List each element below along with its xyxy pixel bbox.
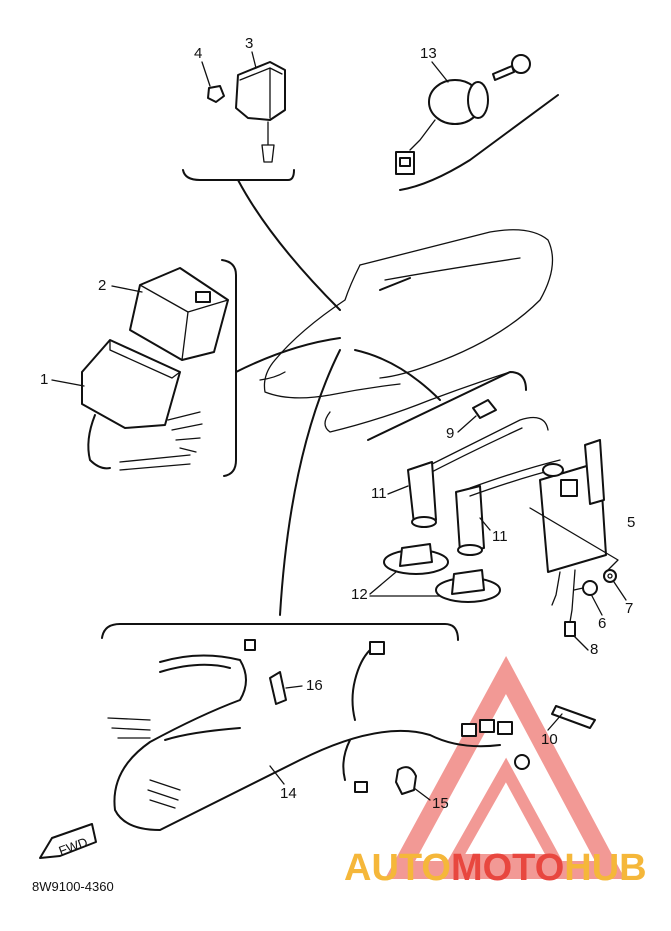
leader-11b: [479, 517, 491, 531]
callout-10: 10: [541, 731, 558, 748]
callout-11a: 11: [371, 485, 387, 502]
callout-15: 15: [432, 795, 449, 812]
leader-8: [573, 635, 589, 651]
watermark-auto: AUTO: [344, 847, 451, 889]
leader-15: [413, 787, 431, 801]
bottom-group-bracket: [101, 623, 459, 641]
leader-12: [369, 571, 441, 597]
leader-1: [51, 379, 85, 387]
leader-6: [591, 595, 603, 616]
watermark-moto: MOTO: [451, 847, 564, 889]
wire-harness-part: [107, 639, 501, 831]
right-group-bracket: [367, 371, 527, 441]
callout-4: 4: [194, 45, 202, 62]
leader-3: [251, 51, 257, 69]
cap-part: [472, 399, 497, 419]
leader-9: [457, 415, 477, 433]
callout-16: 16: [306, 677, 323, 694]
bolt-part: [573, 580, 598, 596]
leader-2: [111, 285, 143, 293]
fwd-arrow-icon: FWD: [39, 823, 97, 859]
washer-part: [603, 569, 617, 583]
nut-part: [207, 85, 225, 103]
leader-16: [285, 685, 303, 689]
regulator-part: [235, 61, 286, 163]
watermark-hub: HUB: [564, 847, 646, 889]
plug-cap-part: [407, 416, 561, 556]
frame-outline: [259, 229, 554, 433]
callout-12: 12: [351, 586, 368, 603]
callout-7: 7: [625, 600, 633, 617]
leader-7: [613, 581, 627, 601]
key-icon: [492, 54, 531, 81]
coil-leader: [529, 507, 619, 571]
clip-part: [551, 705, 596, 729]
top-group-bracket: [182, 94, 559, 191]
callout-8: 8: [590, 641, 598, 658]
leader-11a: [387, 485, 409, 495]
watermark-brand: AUTOMOTOHUB: [344, 847, 647, 889]
leader-lines: [235, 179, 441, 616]
cdi-unit-part: [81, 339, 203, 471]
callout-1: 1: [40, 371, 48, 388]
callout-5: 5: [627, 514, 635, 531]
left-group-bracket: [221, 259, 237, 477]
leader-10: [547, 713, 563, 731]
band-part: [269, 671, 287, 705]
leader-14: [269, 765, 285, 785]
main-switch-part: [395, 79, 489, 175]
callout-13: 13: [420, 45, 437, 62]
callout-2: 2: [98, 277, 106, 294]
cdi-bracket-part: [129, 267, 229, 361]
callout-6: 6: [598, 615, 606, 632]
diagram-code: 8W9100-4360: [32, 879, 114, 894]
svg-text:AUTOMOTOHUB: AUTOMOTOHUB: [344, 847, 647, 889]
clamp-part: [395, 766, 417, 795]
ignition-coil-part: [539, 439, 607, 637]
connector-cluster: [461, 719, 530, 770]
callout-9: 9: [446, 425, 454, 442]
leader-4: [201, 61, 211, 87]
callout-11b: 11: [492, 528, 508, 545]
callout-14: 14: [280, 785, 297, 802]
watermark-logo: [384, 656, 625, 879]
leader-13: [431, 61, 449, 83]
callout-3: 3: [245, 35, 253, 52]
plug-boot-part: [383, 543, 501, 603]
